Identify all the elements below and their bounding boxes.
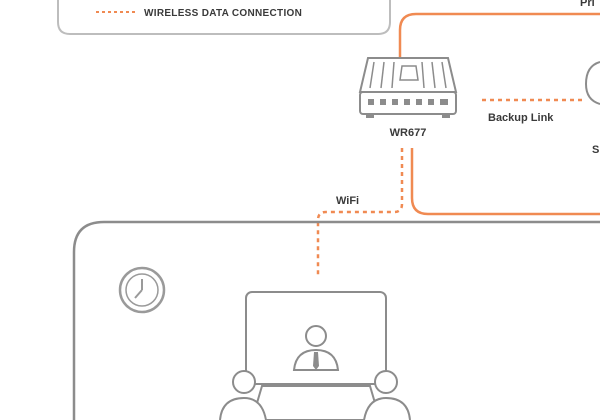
- backup-link: Backup Link: [482, 98, 584, 124]
- right-edge-label-partial: S: [592, 144, 599, 156]
- legend-box: WIRELESS DATA CONNECTION: [57, 0, 391, 35]
- router-icon: [358, 57, 458, 118]
- legend-wireless-label: WIRELESS DATA CONNECTION: [144, 8, 302, 19]
- partial-device-icon: S: [584, 61, 600, 156]
- primary-label-partial: Pri: [580, 0, 595, 9]
- clock-icon: [118, 266, 166, 314]
- attendee-left-avatar: [232, 370, 256, 394]
- meeting-room-icon: [219, 291, 411, 420]
- wifi-link: WiFi: [316, 148, 404, 278]
- lower-connection: [410, 148, 600, 216]
- attendee-right-avatar: [374, 370, 398, 394]
- router-model-label: WR677: [390, 127, 427, 139]
- meeting-table: [250, 385, 382, 420]
- building-outline: [72, 220, 600, 420]
- backup-link-label: Backup Link: [488, 112, 554, 124]
- wifi-label: WiFi: [336, 195, 359, 207]
- primary-connection: Pri: [398, 0, 600, 60]
- presenter-avatar: [305, 325, 327, 347]
